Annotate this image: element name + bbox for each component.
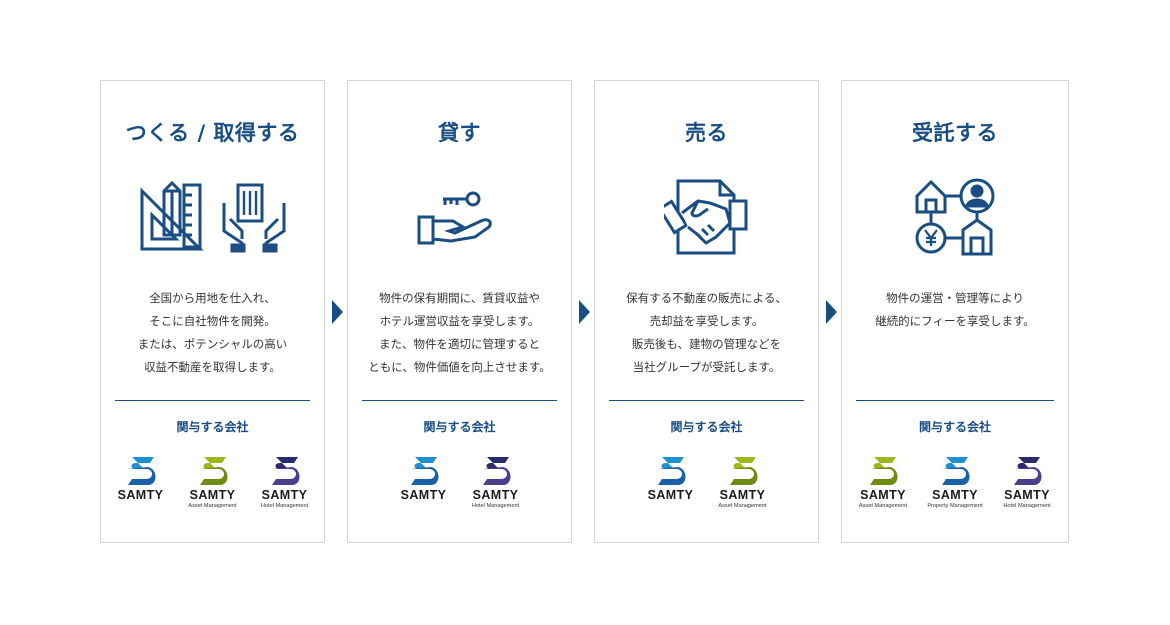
company-logos: SAMTY SAMTY Hotel Management — [348, 455, 571, 510]
company-heading: 関与する会社 — [670, 420, 743, 434]
card-lease: 貸す 物件の保有期間に、賃貸収益や ホテル運営収益を享受します。 また、物件を適… — [347, 80, 572, 543]
handshake-document-icon — [595, 177, 818, 257]
property-network-icon — [842, 177, 1068, 257]
samty-mark-icon — [410, 457, 438, 485]
company-logos: SAMTY SAMTY Asset Management SAMTY Hotel… — [101, 455, 324, 510]
samty-hotel-management-logo: SAMTY Hotel Management — [999, 455, 1055, 510]
samty-mark-icon — [271, 457, 299, 485]
drafting-tools-and-building-in-hands-icon — [101, 177, 324, 257]
samty-mark-icon — [657, 457, 685, 485]
card-title: 受託する — [912, 121, 998, 145]
key-on-hand-icon — [348, 177, 571, 257]
card-description: 全国から用地を仕入れ、 そこに自社物件を開発。 または、ポテンシャルの高い 収益… — [137, 291, 288, 374]
samty-asset-management-logo: SAMTY Asset Management — [855, 455, 911, 510]
card-title: 売る — [685, 121, 728, 145]
card-sell: 売る 保有する不動産の販売による、 売却益を享受します。 販売後も、建物の管理な… — [594, 80, 819, 543]
company-logos: SAMTY Asset Management SAMTY Property Ma… — [842, 455, 1068, 510]
card-description: 保有する不動産の販売による、 売却益を享受します。 販売後も、建物の管理などを … — [626, 291, 787, 374]
divider — [362, 400, 557, 401]
samty-logo: SAMTY — [113, 455, 169, 510]
samty-mark-icon — [127, 457, 155, 485]
samty-mark-icon — [942, 457, 970, 485]
card-entrusted: 受託する 物件の運営・管理等により 継続的にフィーを享受します。 関与する会社 — [841, 80, 1069, 543]
samty-hotel-management-logo: SAMTY Hotel Management — [468, 455, 524, 510]
samty-asset-management-logo: SAMTY Asset Management — [715, 455, 771, 510]
flow-arrow-icon — [826, 300, 837, 324]
flow-arrow-icon — [579, 300, 590, 324]
card-title: つくる / 取得する — [125, 121, 300, 145]
samty-logo: SAMTY — [643, 455, 699, 510]
samty-mark-icon — [482, 457, 510, 485]
samty-hotel-management-logo: SAMTY Hotel Management — [257, 455, 313, 510]
divider — [115, 400, 310, 401]
card-description: 物件の保有期間に、賃貸収益や ホテル運営収益を享受します。 また、物件を適切に管… — [368, 291, 551, 374]
company-logos: SAMTY SAMTY Asset Management — [595, 455, 818, 510]
divider — [856, 400, 1054, 401]
flow-arrow-icon — [332, 300, 343, 324]
company-heading: 関与する会社 — [423, 420, 496, 434]
samty-logo: SAMTY — [396, 455, 452, 510]
samty-mark-icon — [1014, 457, 1042, 485]
samty-mark-icon — [870, 457, 898, 485]
company-heading: 関与する会社 — [918, 420, 991, 434]
card-description: 物件の運営・管理等により 継続的にフィーを享受します。 — [875, 291, 1035, 328]
divider — [609, 400, 804, 401]
samty-mark-icon — [199, 457, 227, 485]
card-title: 貸す — [438, 121, 481, 145]
samty-property-management-logo: SAMTY Property Management — [927, 455, 983, 510]
card-create-acquire: つくる / 取得する — [100, 80, 325, 543]
company-heading: 関与する会社 — [176, 420, 249, 434]
samty-mark-icon — [729, 457, 757, 485]
samty-asset-management-logo: SAMTY Asset Management — [185, 455, 241, 510]
